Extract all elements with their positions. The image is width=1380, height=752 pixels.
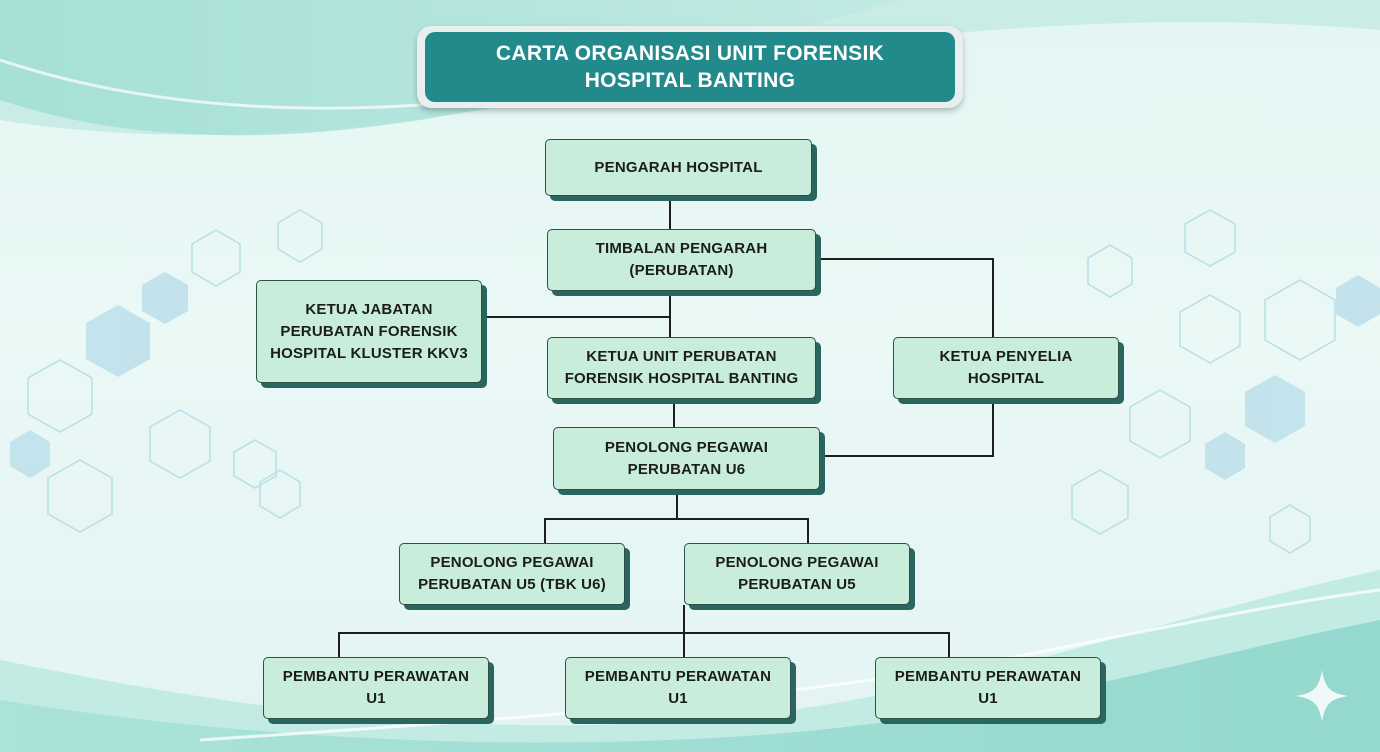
node-ketua-jabatan: KETUA JABATAN PERUBATAN FORENSIK HOSPITA… (256, 280, 482, 383)
node-ketua-unit: KETUA UNIT PERUBATAN FORENSIK HOSPITAL B… (547, 337, 816, 399)
node-label: PEMBANTU PERAWATAN U1 (584, 668, 772, 707)
node-label: PEMBANTU PERAWATAN U1 (282, 668, 470, 707)
node-label: KETUA PENYELIA HOSPITAL (939, 348, 1073, 387)
node-label: PENOLONG PEGAWAI PERUBATAN U5 (TBK U6) (418, 554, 606, 593)
node-pembantu-1: PEMBANTU PERAWATAN U1 (263, 657, 489, 719)
title-inner: CARTA ORGANISASI UNIT FORENSIK HOSPITAL … (425, 32, 955, 102)
node-pengarah-hospital: PENGARAH HOSPITAL (545, 139, 812, 196)
node-penolong-u6: PENOLONG PEGAWAI PERUBATAN U6 (553, 427, 820, 490)
node-label: PEMBANTU PERAWATAN U1 (894, 668, 1082, 707)
node-label: PENOLONG PEGAWAI PERUBATAN U6 (604, 438, 769, 478)
node-label: KETUA UNIT PERUBATAN FORENSIK HOSPITAL B… (564, 348, 799, 387)
node-penolong-u5: PENOLONG PEGAWAI PERUBATAN U5 (684, 543, 910, 605)
node-penolong-u5-tbk: PENOLONG PEGAWAI PERUBATAN U5 (TBK U6) (399, 543, 625, 605)
node-label: PENOLONG PEGAWAI PERUBATAN U5 (715, 554, 879, 593)
node-ketua-penyelia: KETUA PENYELIA HOSPITAL (893, 337, 1119, 399)
node-label: TIMBALAN PENGARAH (PERUBATAN) (595, 240, 768, 279)
node-pembantu-2: PEMBANTU PERAWATAN U1 (565, 657, 791, 719)
node-pembantu-3: PEMBANTU PERAWATAN U1 (875, 657, 1101, 719)
node-label: KETUA JABATAN PERUBATAN FORENSIK HOSPITA… (270, 300, 468, 362)
chart-title: CARTA ORGANISASI UNIT FORENSIK HOSPITAL … (495, 42, 885, 92)
title-banner: CARTA ORGANISASI UNIT FORENSIK HOSPITAL … (417, 26, 963, 108)
node-timbalan-pengarah: TIMBALAN PENGARAH (PERUBATAN) (547, 229, 816, 291)
node-label: PENGARAH HOSPITAL (594, 158, 763, 176)
